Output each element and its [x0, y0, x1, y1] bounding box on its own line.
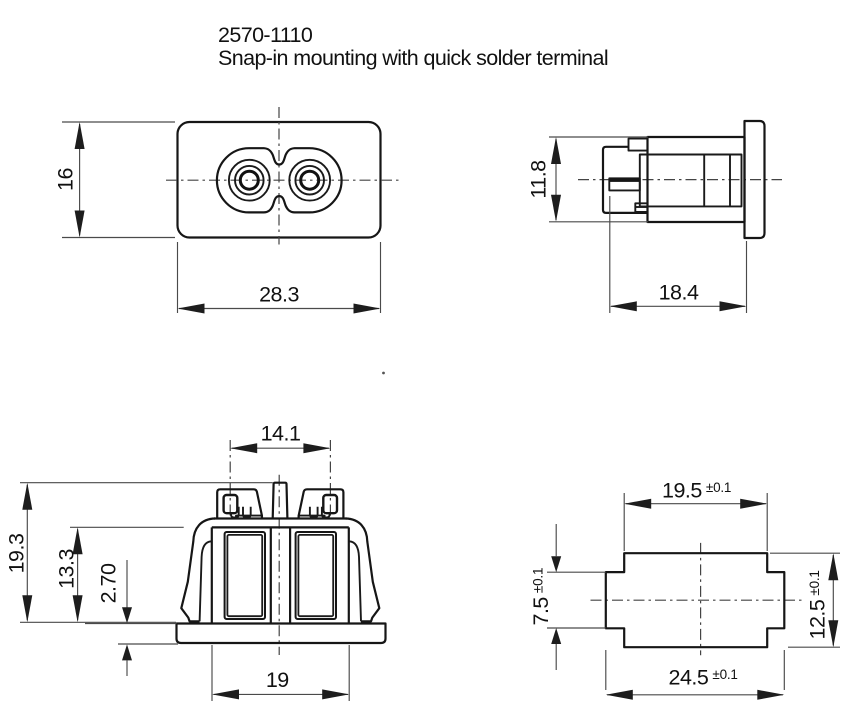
svg-text:Snap-in mounting with quick so: Snap-in mounting with quick solder termi…	[218, 46, 608, 70]
svg-text:19.3: 19.3	[5, 533, 29, 573]
svg-text:2570-1110: 2570-1110	[218, 23, 313, 47]
svg-text:16: 16	[54, 168, 78, 191]
svg-text:11.8: 11.8	[527, 160, 551, 199]
svg-text:18.4: 18.4	[659, 281, 699, 305]
svg-text:19.5±0.1: 19.5±0.1	[662, 479, 731, 503]
svg-text:2.70: 2.70	[97, 563, 121, 603]
svg-text:28.3: 28.3	[259, 283, 299, 307]
svg-text:19: 19	[266, 668, 289, 692]
svg-text:13.3: 13.3	[55, 549, 79, 589]
svg-text:14.1: 14.1	[261, 422, 301, 446]
